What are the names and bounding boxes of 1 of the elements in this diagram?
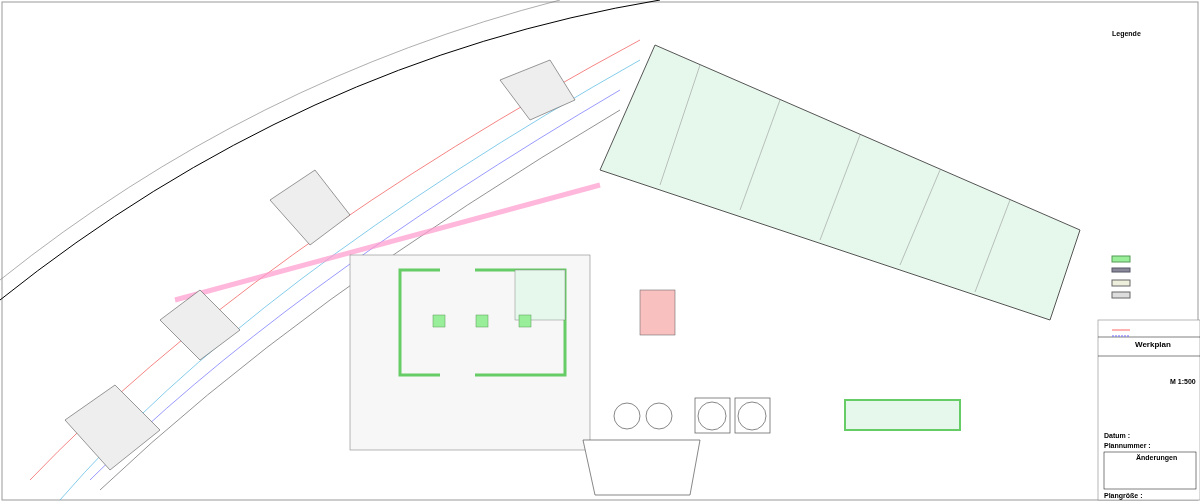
plan-heading: Werkplan (1135, 340, 1171, 349)
